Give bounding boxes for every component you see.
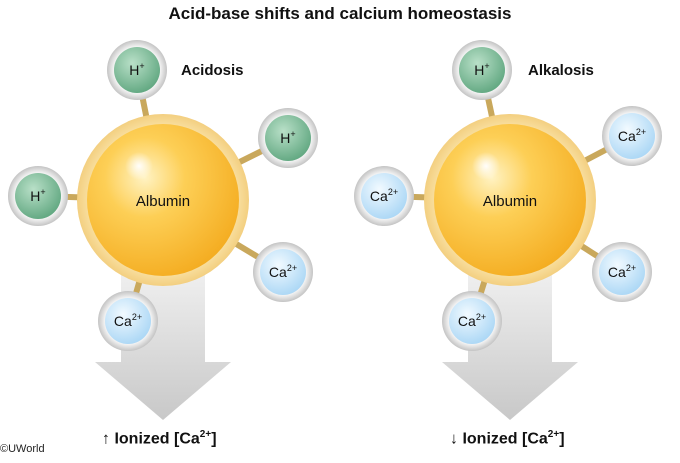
- page-title: Acid-base shifts and calcium homeostasis: [168, 4, 512, 23]
- alkalosis-result-close: ]: [559, 430, 565, 448]
- up-arrow-icon: ↑: [102, 430, 110, 448]
- ion-core: [599, 249, 645, 295]
- acidosis-result-sup: 2+: [199, 429, 212, 440]
- ion-charge: +: [484, 61, 489, 71]
- calcium-ion: Ca2+: [592, 242, 652, 302]
- ion-label: Ca2+: [458, 312, 486, 329]
- acidosis-label: Acidosis: [181, 62, 244, 79]
- albumin-sphere: [434, 124, 586, 276]
- down-arrow-icon: ↓: [450, 430, 458, 448]
- alkalosis-result-text: Ionized [Ca: [462, 430, 548, 448]
- ion-symbol: H: [280, 130, 290, 146]
- ion-core: [265, 115, 311, 161]
- hydrogen-ion: H+: [258, 108, 318, 168]
- ion-core: [15, 173, 61, 219]
- calcium-ion: Ca2+: [98, 291, 158, 351]
- ion-charge: 2+: [626, 263, 636, 273]
- ion-symbol: Ca: [269, 264, 287, 280]
- ion-label: H+: [129, 61, 144, 78]
- ion-label: H+: [474, 61, 489, 78]
- hydrogen-ion: H+: [8, 166, 68, 226]
- ion-symbol: Ca: [458, 313, 476, 329]
- ion-charge: 2+: [636, 127, 646, 137]
- ion-core: [449, 298, 495, 344]
- ion-symbol: Ca: [114, 313, 132, 329]
- acidosis-result-text: Ionized [Ca: [114, 430, 200, 448]
- ion-symbol: Ca: [370, 188, 388, 204]
- alkalosis-result-sup: 2+: [547, 429, 560, 440]
- albumin-label: Albumin: [483, 193, 537, 210]
- ion-charge: 2+: [476, 312, 486, 322]
- albumin-highlight: [125, 152, 153, 180]
- ion-symbol: H: [30, 188, 40, 204]
- albumin-highlight: [472, 152, 500, 180]
- ion-charge: +: [40, 187, 45, 197]
- ion-symbol: Ca: [608, 264, 626, 280]
- ion-label: Ca2+: [114, 312, 142, 329]
- ion-symbol: H: [474, 62, 484, 78]
- alkalosis-result: ↓ Ionized [Ca2+]: [450, 429, 565, 448]
- ion-symbol: Ca: [618, 128, 636, 144]
- ion-core: [459, 47, 505, 93]
- ion-core: [609, 113, 655, 159]
- ion-label: Ca2+: [608, 263, 636, 280]
- ion-label: H+: [280, 129, 295, 146]
- hydrogen-ion: H+: [107, 40, 167, 100]
- acidosis-result: ↑ Ionized [Ca2+]: [102, 429, 217, 448]
- calcium-ion: Ca2+: [354, 166, 414, 226]
- calcium-ion: Ca2+: [253, 242, 313, 302]
- copyright-text: ©UWorld: [0, 443, 45, 455]
- ion-label: Ca2+: [370, 187, 398, 204]
- ion-charge: 2+: [388, 187, 398, 197]
- acidosis-result-close: ]: [211, 430, 217, 448]
- calcium-ion: Ca2+: [602, 106, 662, 166]
- albumin-label: Albumin: [136, 193, 190, 210]
- ion-label: H+: [30, 187, 45, 204]
- ion-core: [105, 298, 151, 344]
- ion-charge: +: [139, 61, 144, 71]
- ion-core: [260, 249, 306, 295]
- ion-charge: +: [290, 129, 295, 139]
- ion-label: Ca2+: [269, 263, 297, 280]
- ion-symbol: H: [129, 62, 139, 78]
- ion-charge: 2+: [287, 263, 297, 273]
- hydrogen-ion: H+: [452, 40, 512, 100]
- ion-core: [114, 47, 160, 93]
- alkalosis-label: Alkalosis: [528, 62, 594, 79]
- calcium-ion: Ca2+: [442, 291, 502, 351]
- albumin-sphere: [87, 124, 239, 276]
- ion-charge: 2+: [132, 312, 142, 322]
- ion-label: Ca2+: [618, 127, 646, 144]
- ion-core: [361, 173, 407, 219]
